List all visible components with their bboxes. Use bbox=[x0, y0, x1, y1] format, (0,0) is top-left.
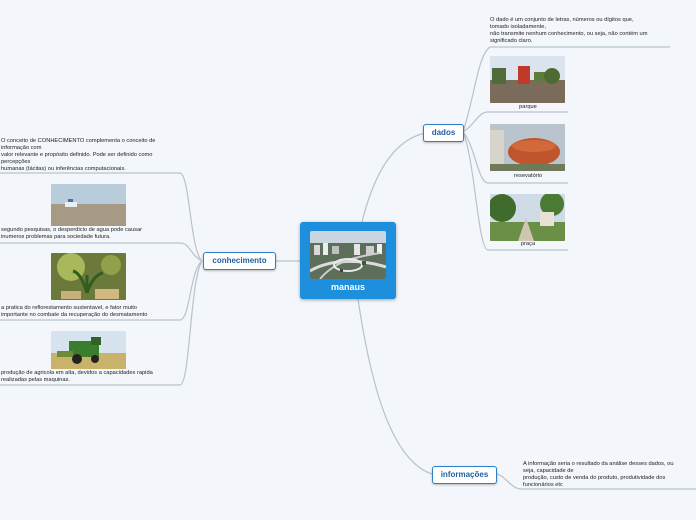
conhecimento-item-2: segundo pesquisas, o desperdicio de agua… bbox=[1, 227, 181, 241]
central-topic[interactable]: manaus bbox=[300, 222, 396, 299]
city-aerial-image bbox=[310, 231, 386, 279]
informacoes-note: A informação seria o resultado da anális… bbox=[523, 461, 695, 489]
dados-note: O dado é um conjunto de letras, números … bbox=[490, 17, 670, 45]
connector-central-informacoes bbox=[358, 299, 432, 474]
conhecimento-item-3: a pratica do reflorestamento sustentavel… bbox=[1, 305, 181, 319]
connector-central-dados bbox=[362, 133, 425, 222]
seedling-photo-icon bbox=[51, 253, 126, 300]
reservoir-caption: resevatório bbox=[490, 173, 566, 179]
central-title: manaus bbox=[300, 282, 396, 292]
square-photo-icon bbox=[490, 194, 565, 241]
conhecimento-item-4: produção de agricola em alta, devidos a … bbox=[1, 370, 181, 384]
topic-informacoes[interactable]: informações bbox=[432, 466, 497, 484]
square-caption: praça bbox=[490, 241, 566, 247]
topic-dados[interactable]: dados bbox=[423, 124, 464, 142]
topic-conhecimento[interactable]: conhecimento bbox=[203, 252, 276, 270]
conhecimento-item-1: O conceito de CONHECIMENTO complementa o… bbox=[1, 138, 181, 173]
park-photo-icon bbox=[490, 56, 565, 103]
water-boat-photo-icon bbox=[51, 184, 126, 231]
reservoir-photo-icon bbox=[490, 124, 565, 171]
park-caption: parque bbox=[490, 104, 566, 110]
